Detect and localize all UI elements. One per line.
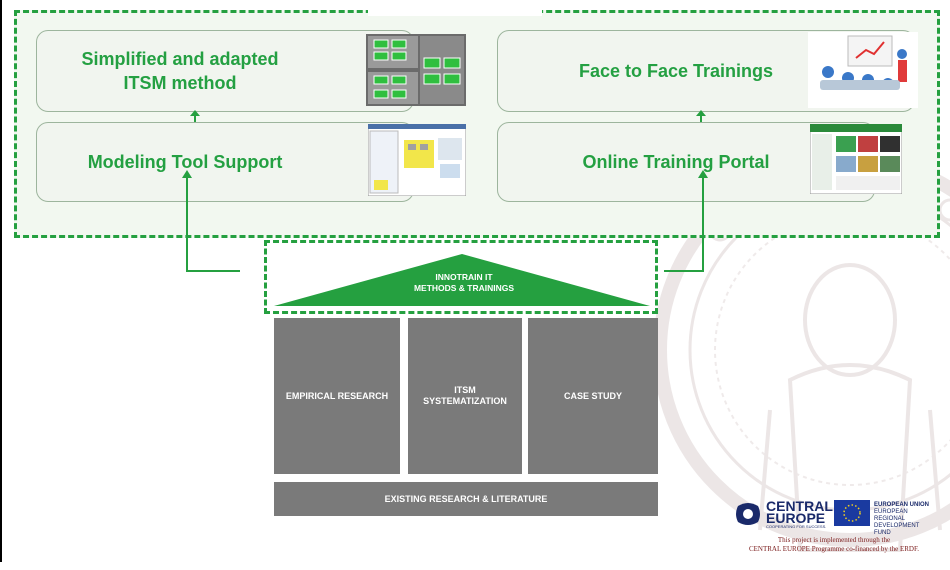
- training-portal-screenshot: [810, 124, 902, 194]
- pillar-itsm-systematization-label: ITSM SYSTEMATIZATION: [423, 385, 507, 407]
- funding-notice: This project is implemented through the …: [718, 536, 950, 554]
- house-roof: [274, 254, 650, 306]
- modeling-tool-screenshot: [368, 124, 466, 196]
- connector-left-horizontal: [186, 270, 240, 272]
- funding-notice-line2: CENTRAL EUROPE Programme co-financed by …: [748, 545, 920, 553]
- pillar-case-study: CASE STUDY: [528, 318, 658, 474]
- roof-dashed-frame: [264, 240, 658, 314]
- left-border: [0, 0, 2, 562]
- roof-label-line2: METHODS & TRAININGS: [413, 283, 515, 293]
- central-europe-logo: CENTRAL EUROPE COOPERATING FOR SUCCESS.: [734, 498, 834, 530]
- pillar-empirical-research: EMPIRICAL RESEARCH: [274, 318, 400, 474]
- eu-line1: EUROPEAN UNION: [874, 502, 930, 508]
- pillar-itsm-line2: SYSTEMATIZATION: [423, 396, 507, 406]
- eu-flag-icon: [834, 500, 870, 526]
- connector-right-vertical: [702, 176, 704, 272]
- roof-label: INNOTRAIN IT METHODS & TRAININGS: [270, 272, 658, 294]
- eu-logo: EUROPEAN UNION EUROPEAN REGIONAL DEVELOP…: [834, 500, 934, 536]
- pillar-empirical-research-label: EMPIRICAL RESEARCH: [285, 390, 389, 401]
- connector-right-horizontal: [664, 270, 704, 272]
- arrow-right-vertical: [700, 112, 702, 122]
- box-online-portal-label: Online Training Portal: [582, 152, 770, 172]
- funding-notice-line1: This project is implemented through the: [777, 536, 891, 544]
- central-europe-word2: EUROPE: [766, 510, 826, 526]
- panel-gap: [368, 6, 542, 16]
- foundation-label: EXISTING RESEARCH & LITERATURE: [384, 493, 548, 504]
- central-europe-tagline: COOPERATING FOR SUCCESS.: [766, 524, 827, 529]
- process-diagram-icon: [366, 34, 466, 106]
- box-itsm-method: Simplified and adapted ITSM method: [36, 30, 414, 112]
- box-face-to-face-label: Face to Face Trainings: [578, 61, 774, 81]
- arrow-left-vertical: [194, 112, 196, 122]
- central-europe-word1: CENTRAL: [766, 498, 833, 514]
- eu-line2: EUROPEAN REGIONAL: [874, 509, 908, 522]
- connector-left-vertical: [186, 176, 188, 272]
- classroom-training-icon: [808, 32, 918, 108]
- box-modeling-tool: Modeling Tool Support: [36, 122, 414, 202]
- box-itsm-method-label: Simplified and adapted ITSM method: [81, 49, 279, 93]
- pillar-case-study-label: CASE STUDY: [563, 390, 622, 401]
- box-modeling-tool-label: Modeling Tool Support: [87, 152, 283, 172]
- pillar-itsm-line1: ITSM: [454, 385, 476, 395]
- foundation-existing-research: EXISTING RESEARCH & LITERATURE: [274, 482, 658, 516]
- roof-label-line1: INNOTRAIN IT: [435, 272, 493, 282]
- eu-line3: DEVELOPMENT FUND: [874, 523, 920, 536]
- central-europe-emblem-icon: [736, 503, 760, 525]
- pillar-itsm-systematization: ITSM SYSTEMATIZATION: [408, 318, 522, 474]
